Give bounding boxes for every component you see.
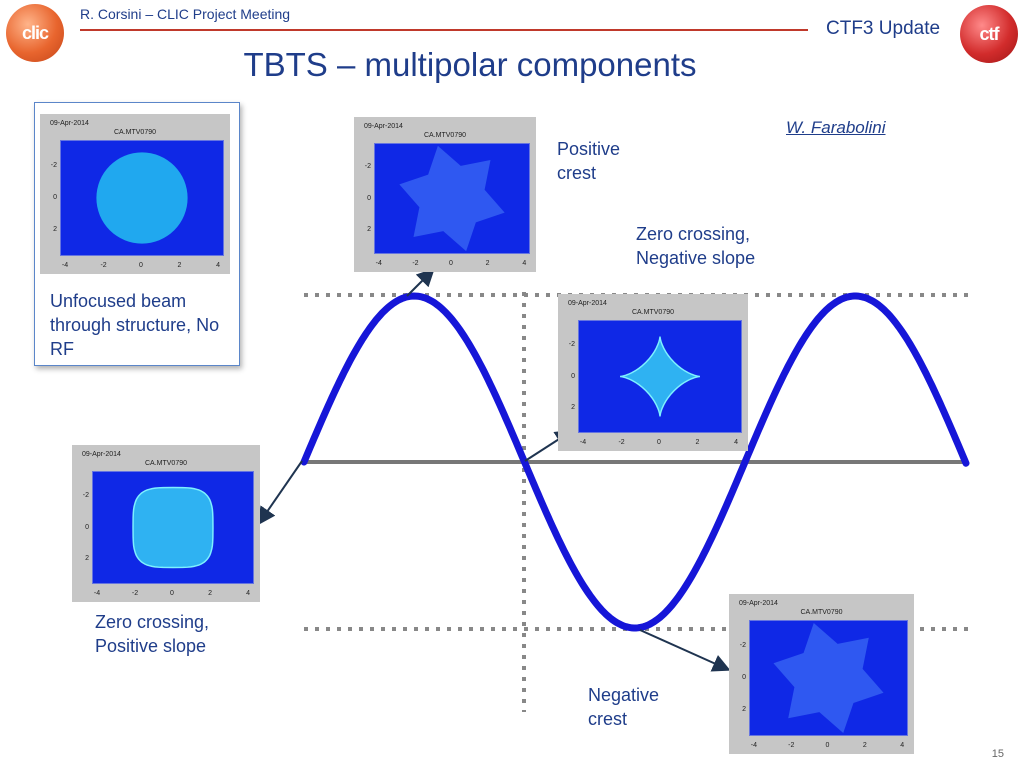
arrow-positive-crest bbox=[406, 268, 435, 297]
plot-y-tick: 2 bbox=[85, 555, 89, 563]
plot-x-tick: -2 bbox=[131, 590, 139, 597]
beam-image bbox=[92, 471, 254, 584]
plot-y-tick: 0 bbox=[367, 194, 371, 202]
plot-y-tick: 2 bbox=[742, 706, 746, 714]
beam-image bbox=[578, 320, 742, 433]
page-number: 15 bbox=[991, 748, 1004, 760]
plot-camera-name: CA.MTV0790 bbox=[423, 132, 467, 139]
arrow-negative-crest bbox=[639, 629, 731, 672]
plot-x-tick: -4 bbox=[579, 439, 587, 446]
plot-x-tick: 2 bbox=[208, 590, 212, 597]
plot-y-tick: -2 bbox=[739, 641, 746, 649]
plot-x-tick: -4 bbox=[93, 590, 101, 597]
plot-x-tick: -2 bbox=[618, 439, 625, 446]
plot-x-tick: 2 bbox=[695, 439, 700, 446]
beam-profile bbox=[96, 152, 188, 244]
beam-profile bbox=[399, 145, 505, 252]
plot-x-tick: 2 bbox=[177, 262, 182, 269]
beam-spot bbox=[620, 336, 700, 417]
header-section: CTF3 Update bbox=[826, 18, 941, 39]
plot-date: 09-Apr-2014 bbox=[568, 300, 607, 307]
beam-spot bbox=[96, 152, 188, 244]
beam-spot bbox=[132, 486, 214, 569]
plot-camera-name: CA.MTV0790 bbox=[631, 309, 675, 316]
plot-x-tick: 0 bbox=[170, 590, 174, 597]
plot-x-tick: 2 bbox=[485, 260, 490, 267]
label-negative-crest: Negative crest bbox=[588, 685, 660, 729]
plot-x-tick: 0 bbox=[825, 742, 830, 749]
beam-image bbox=[374, 143, 530, 254]
rf-sine-wave bbox=[300, 292, 970, 632]
plot-y-tick: 0 bbox=[85, 523, 89, 531]
plot-y-tick: 0 bbox=[53, 194, 57, 201]
plot-x-tick: -4 bbox=[61, 262, 69, 269]
label-zero-positive: Zero crossing, Positive slope bbox=[95, 612, 210, 656]
plot-x-tick: -4 bbox=[375, 260, 382, 267]
plot-x-tick: -2 bbox=[100, 262, 107, 269]
ctf3-logo: ctf bbox=[960, 5, 1018, 63]
slide-title: TBTS – multipolar components bbox=[243, 46, 697, 83]
plot-x-tick: 4 bbox=[246, 590, 251, 597]
plot-y-tick: -2 bbox=[364, 163, 371, 171]
clic-logo: clic bbox=[6, 4, 64, 62]
plot-x-tick: -2 bbox=[788, 742, 795, 749]
plot-y-tick: 2 bbox=[367, 225, 371, 233]
beam-profile bbox=[132, 486, 214, 569]
plot-camera-name: CA.MTV0790 bbox=[144, 460, 188, 467]
author-credit: W. Farabolini bbox=[786, 118, 886, 137]
beam-image bbox=[60, 140, 224, 256]
header-author: R. Corsini – CLIC Project Meeting bbox=[80, 6, 291, 22]
plot-date: 09-Apr-2014 bbox=[82, 451, 121, 458]
plot-y-tick: -2 bbox=[82, 491, 89, 499]
plot-date: 09-Apr-2014 bbox=[739, 600, 778, 607]
plot-date: 09-Apr-2014 bbox=[364, 123, 403, 130]
plot-x-tick: 2 bbox=[862, 742, 867, 749]
plot-x-tick: 4 bbox=[522, 260, 527, 267]
beam-spot bbox=[399, 145, 505, 252]
plot-y-tick: 0 bbox=[742, 674, 746, 681]
plot-x-tick: 4 bbox=[900, 742, 905, 749]
plot-x-tick: -2 bbox=[412, 260, 419, 267]
label-unfocused: Unfocused beam through structure, No RF bbox=[50, 291, 220, 359]
plot-x-tick: 4 bbox=[734, 439, 738, 446]
beam-image bbox=[749, 620, 908, 736]
plot-date: 09-Apr-2014 bbox=[50, 120, 89, 127]
plot-x-tick: -4 bbox=[750, 742, 757, 749]
label-positive-crest: Positive crest bbox=[557, 139, 621, 183]
plot-camera-name: CA.MTV0790 bbox=[113, 129, 157, 136]
beam-spot bbox=[773, 622, 884, 734]
plot-x-tick: 4 bbox=[216, 262, 220, 269]
plot-y-tick: -2 bbox=[568, 340, 575, 348]
beam-profile bbox=[620, 336, 700, 417]
plot-y-tick: -2 bbox=[50, 161, 57, 169]
plot-x-tick: 0 bbox=[657, 439, 661, 446]
beam-profile bbox=[773, 622, 884, 734]
plot-y-tick: 2 bbox=[571, 404, 575, 412]
arrow-zero-positive bbox=[257, 460, 303, 526]
plot-x-tick: 0 bbox=[449, 260, 453, 267]
plot-camera-name: CA.MTV0790 bbox=[800, 609, 843, 616]
plot-y-tick: 2 bbox=[53, 226, 57, 234]
plot-y-tick: 0 bbox=[571, 372, 575, 380]
header-divider bbox=[80, 29, 808, 31]
plot-x-tick: 0 bbox=[139, 262, 143, 269]
label-zero-negative: Zero crossing, Negative slope bbox=[636, 224, 756, 268]
